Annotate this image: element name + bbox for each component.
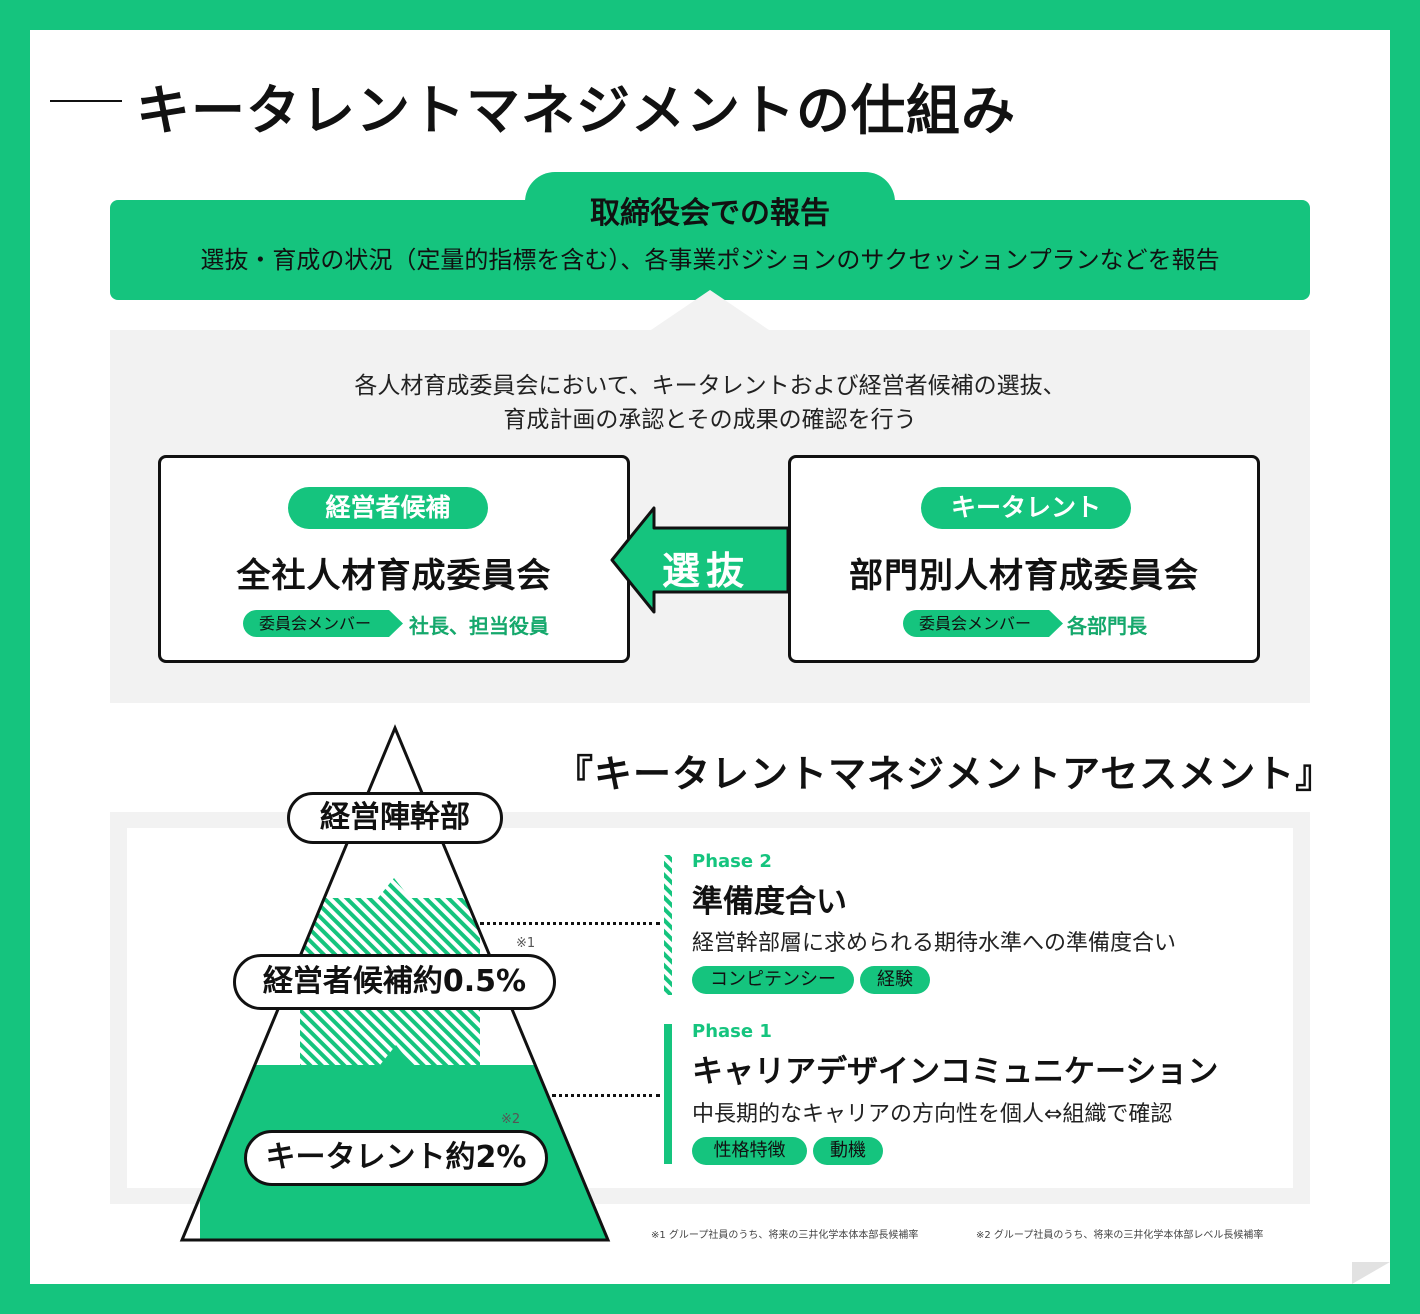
- member-value: 各部門長: [1067, 614, 1147, 638]
- committee-desc-line1: 各人材育成委員会において、キータレントおよび経営者候補の選抜、: [354, 373, 1066, 399]
- key-talent-pill: キータレント: [921, 487, 1131, 529]
- tag-competency: コンピテンシー: [692, 966, 854, 994]
- footnote-2: ※2 グループ社員のうち、将来の三井化学本体部レベル長候補率: [976, 1230, 1264, 1241]
- tag-motivation: 動機: [813, 1137, 883, 1165]
- page-title: キータレントマネジメントの仕組み: [136, 78, 1016, 142]
- executive-candidate-label: 経営者候補約0.5%: [233, 954, 556, 1010]
- phase1-desc: 中長期的なキャリアの方向性を個人⇔組織で確認: [692, 1102, 1173, 1127]
- footnote-1: ※1 グループ社員のうち、将来の三井化学本体本部長候補率: [651, 1230, 919, 1241]
- member-label: 委員会メンバー: [903, 610, 1063, 637]
- connector-phase2: [480, 922, 660, 925]
- phase2-hatched-bar: [664, 855, 672, 995]
- connector-phase1: [552, 1094, 660, 1097]
- phase1-bar: [664, 1024, 672, 1164]
- phase1-title: キャリアデザインコミュニケーション: [692, 1054, 1219, 1090]
- executive-candidate-pill: 経営者候補: [288, 487, 488, 529]
- board-banner: [110, 200, 1310, 300]
- note-mark-1: ※1: [516, 936, 536, 951]
- title-rule: [50, 100, 122, 102]
- company-committee-card: 経営者候補 全社人材育成委員会 委員会メンバー 社長、担当役員: [158, 455, 630, 663]
- member-value: 社長、担当役員: [409, 614, 549, 638]
- phase2-desc: 経営幹部層に求められる期待水準への準備度合い: [692, 931, 1177, 956]
- member-label: 委員会メンバー: [243, 610, 403, 637]
- company-committee-title: 全社人材育成委員会: [236, 556, 552, 596]
- selection-arrow-label: 選抜: [662, 549, 751, 593]
- division-committee-card: キータレント 部門別人材育成委員会 委員会メンバー 各部門長: [788, 455, 1260, 663]
- tag-personality: 性格特徴: [692, 1137, 807, 1165]
- phase1-label: Phase 1: [692, 1021, 772, 1042]
- key-talent-label: キータレント約2%: [244, 1130, 548, 1186]
- selection-arrow-icon: [610, 506, 790, 614]
- tag-experience: 経験: [860, 966, 930, 994]
- board-title: 取締役会での報告: [590, 196, 830, 231]
- assessment-title: 『キータレントマネジメントアセスメント』: [555, 752, 1335, 796]
- board-subtitle: 選抜・育成の状況（定量的指標を含む）、各事業ポジションのサクセッションプランなど…: [200, 246, 1220, 274]
- phase2-title: 準備度合い: [692, 884, 847, 920]
- committee-desc-line2: 育成計画の承認とその成果の確認を行う: [503, 407, 917, 433]
- note-mark-2: ※2: [501, 1112, 521, 1127]
- executive-management-label: 経営陣幹部: [287, 792, 503, 844]
- division-committee-title: 部門別人材育成委員会: [849, 556, 1199, 596]
- phase2-label: Phase 2: [692, 851, 772, 872]
